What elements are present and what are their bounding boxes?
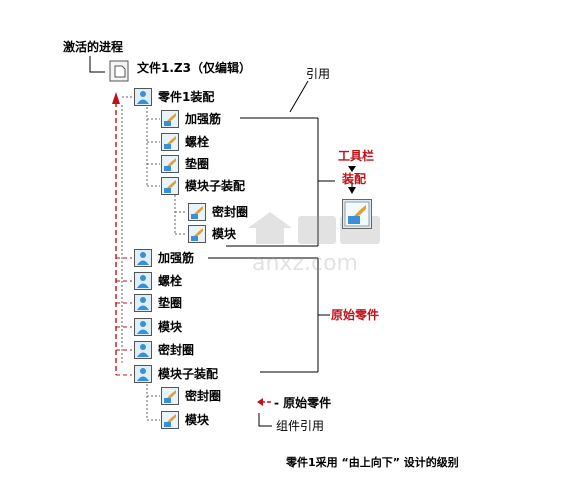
tree-item-rib-1[interactable]: 加强筋 xyxy=(185,112,222,126)
tree-item-root-assembly[interactable]: 零件1装配 xyxy=(158,90,215,104)
part-icon[interactable] xyxy=(161,133,179,151)
legend-component-reference: 组件引用 xyxy=(276,419,325,433)
reference-label: 引用 xyxy=(306,67,331,81)
caption: 零件1采用 “由上向下” 设计的级别 xyxy=(286,456,459,469)
tree-item-seal-1[interactable]: 密封圈 xyxy=(212,205,249,219)
legend-original-part: - 原始零件 xyxy=(274,396,332,410)
part-icon[interactable] xyxy=(188,225,206,243)
file-label: 文件1.Z3（仅编辑） xyxy=(137,61,251,75)
part-icon[interactable] xyxy=(161,110,179,128)
original-part-label: 原始零件 xyxy=(331,308,380,322)
tree-item-seal-2[interactable]: 密封圈 xyxy=(158,343,195,357)
tree-item-bolt-1[interactable]: 螺栓 xyxy=(185,135,210,149)
tree-item-module-sub-2[interactable]: 模块子装配 xyxy=(158,367,219,381)
tree-item-module-2[interactable]: 模块 xyxy=(158,320,183,334)
tree-item-bolt-2[interactable]: 螺栓 xyxy=(158,274,183,288)
part-icon[interactable] xyxy=(161,411,179,429)
assembly-icon[interactable] xyxy=(134,365,152,383)
tree-item-rib-2[interactable]: 加强筋 xyxy=(158,251,195,265)
part-icon[interactable] xyxy=(161,387,179,405)
original-part-icon[interactable] xyxy=(134,341,152,359)
tree-item-washer-1[interactable]: 垫圈 xyxy=(185,157,210,171)
original-part-icon[interactable] xyxy=(134,294,152,312)
original-part-icon[interactable] xyxy=(134,249,152,267)
tree-item-module-3[interactable]: 模块 xyxy=(185,413,210,427)
assembly-tool-icon[interactable] xyxy=(342,199,372,229)
part-icon[interactable] xyxy=(188,203,206,221)
file-icon xyxy=(109,60,129,82)
tree-item-washer-2[interactable]: 垫圈 xyxy=(158,296,183,310)
toolbar-label: 工具栏 xyxy=(338,149,375,163)
original-part-icon[interactable] xyxy=(134,318,152,336)
watermark: anxz.com xyxy=(240,210,390,284)
tree-item-module-1[interactable]: 模块 xyxy=(212,227,237,241)
tree-item-module-sub-1[interactable]: 模块子装配 xyxy=(185,179,246,193)
tree-item-seal-3[interactable]: 密封圈 xyxy=(185,389,222,403)
assembly-icon[interactable] xyxy=(134,88,152,106)
part-icon[interactable] xyxy=(161,177,179,195)
original-part-icon[interactable] xyxy=(134,272,152,290)
assembly-label: 装配 xyxy=(342,172,367,186)
svg-text:anxz.com: anxz.com xyxy=(252,251,358,276)
active-process-label: 激活的进程 xyxy=(63,40,124,54)
part-icon[interactable] xyxy=(161,155,179,173)
